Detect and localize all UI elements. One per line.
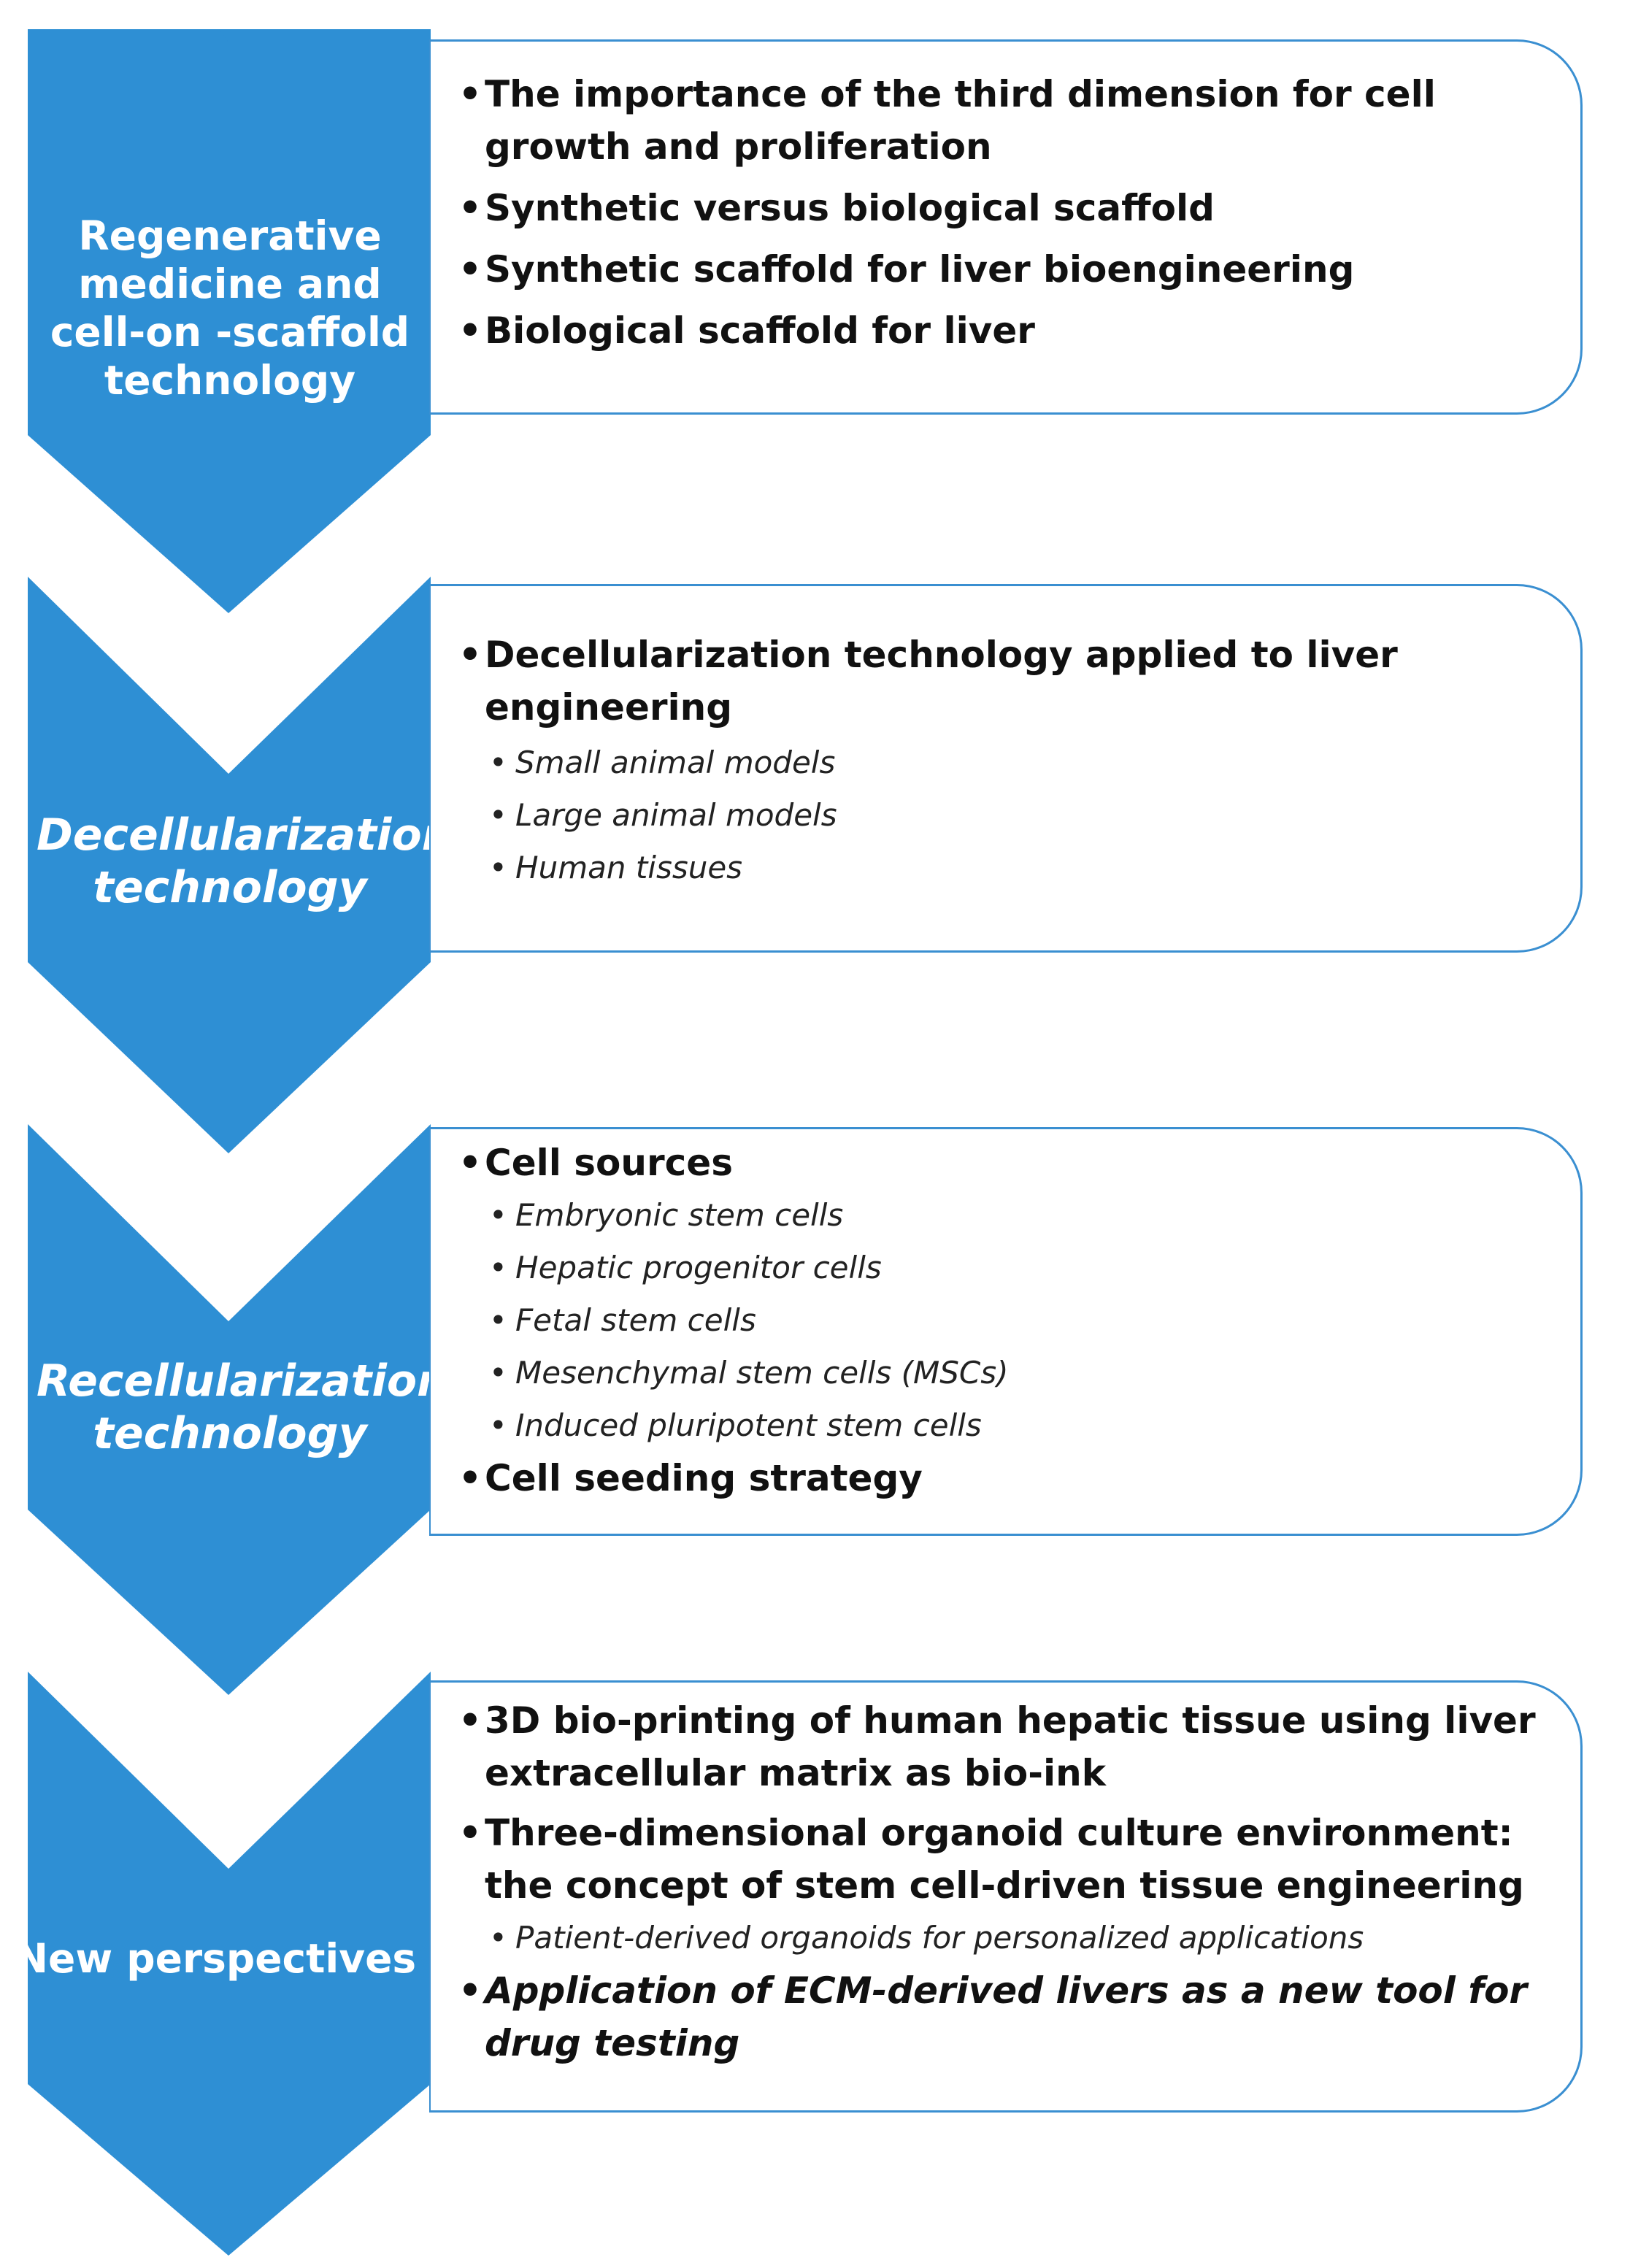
sub-list-item: Patient-derived organoids for personaliz…: [458, 1912, 1551, 1964]
sub-list-item: Human tissues: [458, 842, 1551, 894]
stage-decellularization: Decellularization technology Decellulari…: [0, 577, 1630, 1161]
list-item: Cell seeding strategy: [458, 1452, 1551, 1504]
sub-list-item: Small animal models: [458, 737, 1551, 789]
list-item: Decellularization technology applied to …: [458, 628, 1551, 734]
stage-chevron: [28, 1124, 431, 1695]
list-item: Synthetic scaffold for liver bioengineer…: [458, 243, 1551, 296]
list-item: Biological scaffold for liver: [458, 304, 1551, 357]
list-item: Application of ECM-derived livers as a n…: [458, 1964, 1551, 2069]
stage-recellularization: Recellularization technology Cell source…: [0, 1124, 1630, 1708]
stage-label: New perspectives: [15, 1935, 417, 1982]
stage-label: Recellularization technology: [36, 1356, 448, 1459]
stage-label: Decellularization technology: [36, 810, 453, 913]
list-item: 3D bio-printing of human hepatic tissue …: [458, 1694, 1551, 1799]
stage-content-box: The importance of the third dimension fo…: [429, 39, 1583, 415]
sub-list-item: Hepatic progenitor cells: [458, 1242, 1551, 1294]
sub-list-item: Embryonic stem cells: [458, 1189, 1551, 1242]
stage-chevron: [28, 577, 431, 1153]
list-item: The importance of the third dimension fo…: [458, 68, 1551, 173]
stage-chevron: [28, 1672, 431, 2256]
stage-label: Regenerative medicine and cell-on -scaff…: [50, 212, 410, 404]
stage-content-box: Decellularization technology applied to …: [429, 584, 1583, 953]
stage-new-perspectives: New perspectives 3D bio-printing of huma…: [0, 1672, 1630, 2263]
list-item: Synthetic versus biological scaffold: [458, 182, 1551, 234]
list-item: Cell sources: [458, 1137, 1551, 1189]
stage-content-box: 3D bio-printing of human hepatic tissue …: [429, 1680, 1583, 2113]
sub-list-item: Fetal stem cells: [458, 1294, 1551, 1347]
sub-list-item: Mesenchymal stem cells (MSCs): [458, 1347, 1551, 1399]
stage-regenerative-medicine: Regenerative medicine and cell-on -scaff…: [0, 29, 1630, 613]
stage-chevron: [28, 29, 431, 613]
list-item: Three-dimensional organoid culture envir…: [458, 1807, 1551, 1912]
stage-content-box: Cell sources Embryonic stem cells Hepati…: [429, 1127, 1583, 1536]
sub-list-item: Large animal models: [458, 789, 1551, 842]
sub-list-item: Induced pluripotent stem cells: [458, 1399, 1551, 1452]
